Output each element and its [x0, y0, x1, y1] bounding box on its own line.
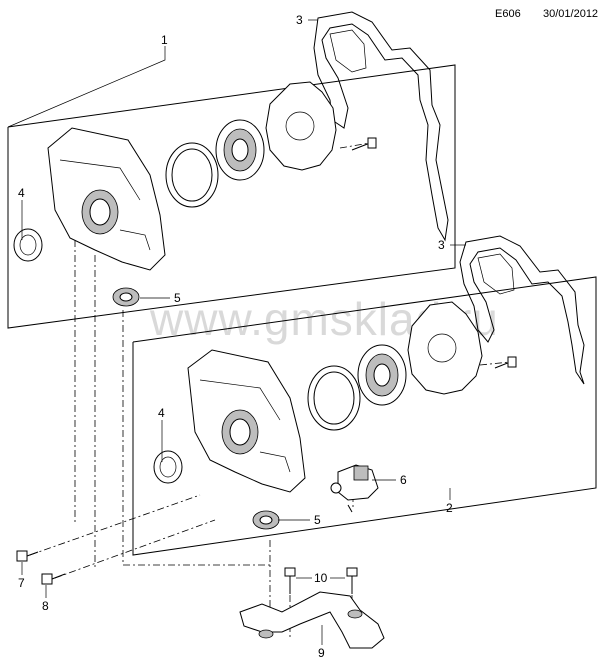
- rotor-lower: [357, 344, 407, 406]
- seal-4-lower: [153, 450, 183, 484]
- gasket-lower: [459, 235, 585, 385]
- callout-4-lower: 4: [158, 406, 165, 420]
- assembly-2-frame: [132, 276, 597, 556]
- callout-8: 8: [42, 599, 49, 613]
- leader-lines: [7, 19, 466, 645]
- diagram-code: E606: [495, 8, 521, 20]
- callout-2: 2: [446, 501, 453, 515]
- gasket-lower-window: [477, 253, 515, 295]
- callout-5-upper: 5: [174, 291, 181, 305]
- oring-5-upper: [112, 287, 140, 307]
- pump-housing-upper: [47, 127, 166, 271]
- callout-4-upper: 4: [18, 186, 25, 200]
- bolt-8: [41, 573, 66, 585]
- rotor-upper: [215, 119, 265, 181]
- bolt-10-left: [284, 567, 296, 594]
- bolt-lower-right: [494, 356, 517, 369]
- diagram-date: 30/01/2012: [543, 8, 599, 20]
- oring-5-lower: [252, 510, 280, 530]
- callout-5-lower: 5: [314, 513, 321, 527]
- bolt-7: [16, 550, 39, 562]
- pump-housing-lower: [187, 349, 306, 493]
- callout-3-lower: 3: [438, 238, 445, 252]
- callout-7: 7: [18, 576, 25, 590]
- callout-1: 1: [161, 33, 168, 47]
- callout-3-upper: 3: [296, 13, 303, 27]
- ring-upper: [165, 142, 219, 208]
- cover-plate-lower-hole: [427, 333, 457, 363]
- bolt-10-right: [346, 567, 358, 594]
- callout-10: 10: [314, 571, 328, 585]
- oil-pickup-9: [239, 591, 385, 649]
- callout-9: 9: [318, 646, 325, 660]
- bolt-upper: [351, 137, 377, 151]
- cover-plate-upper: [265, 81, 337, 171]
- gasket-upper: [313, 11, 449, 242]
- gasket-upper-window: [329, 29, 367, 73]
- callout-6: 6: [400, 473, 407, 487]
- cover-plate-upper-hole: [285, 111, 315, 141]
- ring-lower: [307, 365, 361, 431]
- solenoid-valve-6: [330, 464, 379, 513]
- cover-plate-lower: [407, 301, 483, 395]
- seal-4-upper: [13, 228, 43, 262]
